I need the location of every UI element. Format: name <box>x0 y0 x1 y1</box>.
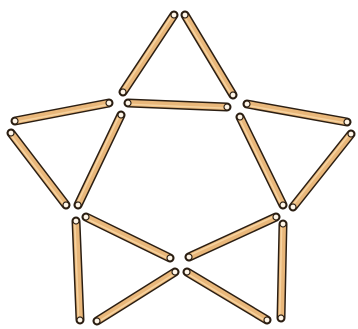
matchstick-end <box>184 269 190 275</box>
matchstick-end <box>171 12 177 18</box>
matchstick-end <box>94 318 100 324</box>
matchstick-end <box>77 317 83 323</box>
matchstick-end <box>63 202 69 208</box>
matchstick-end <box>264 317 270 323</box>
matchstick-end <box>83 214 89 220</box>
matchstick-end <box>120 89 126 95</box>
matchstick-end <box>186 254 192 260</box>
matchstick-end <box>8 130 14 136</box>
matchstick-end <box>224 104 230 110</box>
matchstick-end <box>237 114 243 120</box>
matchstick-end <box>167 255 173 261</box>
matchstick-end <box>125 100 131 106</box>
matchstick-end <box>12 118 18 124</box>
matchstick-end <box>344 119 350 125</box>
matchstick-end <box>280 202 286 208</box>
matchstick-end <box>280 221 286 227</box>
matchstick-end <box>348 131 354 137</box>
matchstick-end <box>172 269 178 275</box>
matchstick-end <box>106 100 112 106</box>
matchstick-end <box>230 92 236 98</box>
matchstick-end <box>244 101 250 107</box>
matchstick-end <box>278 315 284 321</box>
matchstick-end <box>273 214 279 220</box>
matchstick-end <box>118 112 124 118</box>
matchstick <box>278 221 286 321</box>
matchstick-end <box>182 12 188 18</box>
matchstick-end <box>73 218 79 224</box>
matchstick-end <box>75 202 81 208</box>
matchstick-end <box>290 204 296 210</box>
